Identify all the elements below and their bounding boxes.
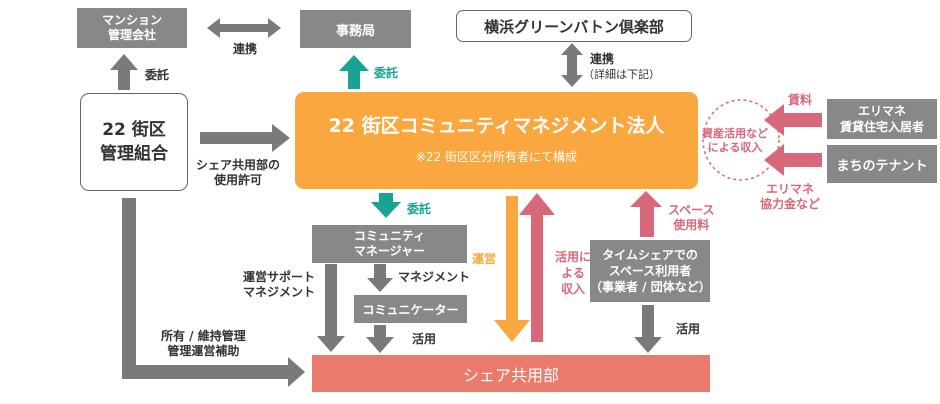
arrow-katsuyo1 [366, 325, 394, 353]
arrow-renkei-right [561, 43, 583, 87]
arrow-space-fee [630, 191, 662, 237]
yokohama-club-box: 横浜グリーンバトン倶楽部 [456, 10, 692, 42]
arrow-renkei-top [207, 18, 281, 38]
erimane-residents-box: エリマネ 賃貸住宅入居者 [827, 99, 937, 139]
label-renkei-right: 連携 [590, 52, 615, 66]
label-shiyou-kyoka: シェア共用部の 使用許可 [196, 158, 281, 187]
label-space-fee: スペース 使用料 [668, 203, 715, 232]
corporation-box: 22 街区コミュニティマネジメント法人 ※22 街区区分所有者にて構成 [295, 92, 698, 189]
label-itaku-left: 委託 [145, 68, 170, 82]
kumiai-box: 22 街区 管理組合 [80, 93, 188, 191]
label-katsuyo-income: 活用に よる 収入 [555, 250, 592, 296]
label-itaku-teal: 委託 [374, 66, 399, 80]
label-unei-support: 運営サポート マネジメント [243, 270, 316, 299]
label-ryokin: 賃料 [788, 93, 813, 107]
label-renkei-detail: （詳細は下記） [583, 68, 660, 81]
label-katsuyo2: 活用 [676, 322, 701, 336]
timeshare-users-box: タイムシェアでの スペース利用者 （事業者 / 団体など） [590, 240, 711, 302]
arrow-management [367, 264, 393, 292]
label-itaku-teal2: 委託 [407, 202, 432, 216]
corporation-note: ※22 街区区分所有者にて構成 [415, 149, 578, 164]
arrow-erimane-fee [764, 144, 822, 176]
mansion-company-box: マンション 管理会社 [77, 8, 187, 48]
arrow-shiyou-kyoka [200, 124, 290, 152]
shared-area-box: シェア共用部 [312, 355, 710, 392]
communicator-box: コミュニケーター [354, 295, 467, 323]
arrow-unei-support [317, 264, 345, 352]
label-renkei-top: 連携 [233, 42, 258, 56]
label-unei: 運営 [472, 252, 497, 266]
label-erimane-fee: エリマネ 協力金など [760, 182, 821, 211]
label-shoyu: 所有 / 維持管理 管理運営補助 [161, 329, 246, 358]
tenants-box: まちのテナント [827, 145, 937, 183]
corporation-title: 22 街区コミュニティマネジメント法人 [328, 114, 665, 137]
label-asset-income: 資産活用など による収入 [702, 127, 768, 154]
jimukyoku-box: 事務局 [300, 10, 411, 48]
arrow-shoyu [122, 198, 305, 387]
community-manager-box: コミュニティ マネージャー [312, 225, 467, 263]
arrow-itaku-teal2 [371, 193, 401, 218]
arrow-itaku-left [110, 54, 138, 90]
arrow-ryokin [764, 104, 822, 136]
arrow-itaku-teal [339, 55, 369, 89]
label-management: マネジメント [398, 270, 471, 284]
arrow-katsuyo2 [634, 305, 662, 353]
label-katsuyo1: 活用 [412, 332, 437, 346]
arrow-katsuyo-income [519, 193, 555, 342]
asset-income-circle [702, 99, 780, 181]
arrow-unei [494, 196, 530, 342]
